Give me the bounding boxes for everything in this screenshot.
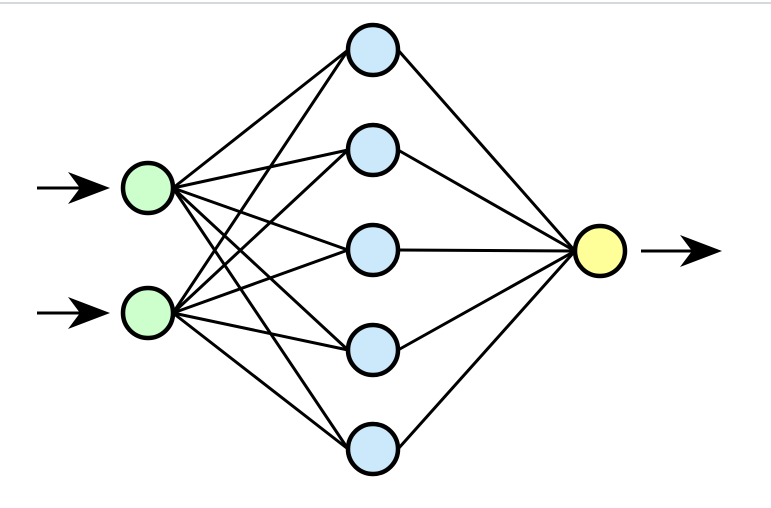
edge-input.1-to-hidden.2 [172, 248, 349, 315]
edge-input.1-to-hidden.4 [172, 311, 349, 451]
hidden-node-5 [345, 421, 401, 477]
edge-hidden.2-to-output.0 [397, 248, 576, 253]
top-border-line [0, 2, 771, 4]
hidden-node-4 [345, 322, 401, 378]
edge-input.0-to-hidden.2 [172, 186, 349, 252]
edge-input.1-to-hidden.1 [171, 148, 350, 315]
hidden-node-1 [345, 22, 401, 78]
edge-input.1-to-hidden.0 [171, 49, 350, 314]
edge-input.0-to-hidden.0 [172, 48, 349, 190]
edge-hidden.3-to-output.0 [397, 249, 576, 352]
input-arrow-1-arrowhead-icon [68, 172, 110, 204]
input-arrow-2-arrowhead-icon [68, 297, 110, 329]
edge-hidden.0-to-output.0 [396, 49, 577, 252]
edge-hidden.1-to-output.0 [397, 148, 576, 253]
hidden-node-2 [345, 122, 401, 178]
input-node-2 [120, 285, 176, 341]
input-node-1 [120, 160, 176, 216]
edge-input.0-to-hidden.1 [172, 148, 349, 190]
edge-input.0-to-hidden.3 [171, 186, 350, 352]
hidden-node-3 [345, 222, 401, 278]
output-arrow-arrowhead-icon [680, 235, 722, 267]
edge-input.0-to-hidden.4 [171, 187, 350, 450]
edge-input.1-to-hidden.3 [172, 311, 349, 352]
output-node-1 [572, 223, 628, 279]
edge-hidden.4-to-output.0 [396, 250, 577, 450]
